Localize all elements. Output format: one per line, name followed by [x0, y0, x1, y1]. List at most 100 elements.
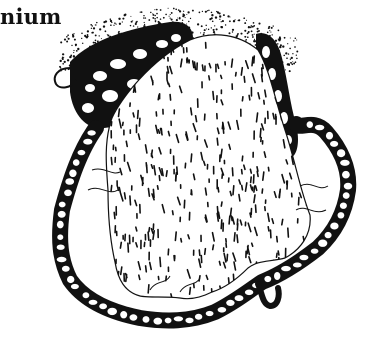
wall-cell: [57, 257, 67, 262]
stipple-dot: [186, 23, 187, 24]
stipple-dot: [296, 39, 297, 40]
texture-dash: [121, 267, 122, 275]
texture-dash: [247, 246, 248, 254]
stipple-dot: [235, 19, 236, 20]
wall-cell: [307, 121, 313, 128]
stipple-dot: [296, 55, 297, 56]
stipple-dot: [177, 17, 178, 18]
stipple-dot: [292, 53, 293, 54]
stipple-dot: [81, 38, 82, 39]
texture-dash: [219, 292, 220, 298]
stipple-dot: [237, 34, 239, 36]
texture-dash: [296, 155, 299, 162]
texture-dash: [191, 191, 192, 194]
texture-dash: [205, 249, 206, 255]
stipple-dot: [169, 16, 170, 17]
stipple-dot: [233, 20, 235, 22]
stipple-dot: [86, 36, 88, 38]
stipple-dot: [111, 22, 112, 23]
wall-cell: [174, 316, 183, 321]
stipple-dot: [257, 28, 259, 30]
stipple-dot: [238, 20, 239, 21]
texture-dash: [221, 149, 222, 157]
wall-cell: [57, 234, 63, 240]
texture-dash: [232, 168, 233, 176]
texture-dash: [221, 75, 222, 78]
stipple-dot: [163, 17, 165, 19]
stipple-dot: [72, 34, 74, 36]
stipple-dot: [183, 11, 184, 12]
wall-cell: [64, 190, 72, 197]
stipple-dot: [156, 9, 158, 11]
texture-dash: [167, 80, 168, 84]
wall-cell: [206, 311, 214, 316]
stipple-dot: [95, 24, 96, 25]
stipple-dot: [185, 17, 186, 18]
stipple-dot: [186, 14, 187, 15]
texture-dash: [146, 266, 147, 272]
stipple-dot: [190, 18, 191, 19]
stipple-dot: [118, 31, 120, 33]
wall-cell: [330, 141, 338, 147]
stipple-dot: [156, 17, 158, 19]
stipple-dot: [293, 40, 294, 41]
texture-dash: [202, 65, 203, 71]
stipple-dot: [289, 48, 291, 50]
stipple-dot: [73, 33, 74, 34]
stipple-dot: [175, 8, 177, 10]
stipple-dot: [171, 12, 173, 14]
stipple-dot: [92, 32, 93, 33]
stipple-dot: [252, 37, 253, 38]
stipple-dot: [156, 13, 158, 15]
stipple-dot: [267, 32, 269, 34]
stipple-dot: [279, 38, 281, 40]
wall-cell: [89, 300, 98, 305]
stipple-dot: [99, 35, 100, 36]
stipple-dot: [182, 13, 184, 15]
stipple-dot: [205, 25, 206, 26]
stipple-dot: [93, 42, 95, 44]
texture-dash: [168, 132, 169, 136]
texture-dash: [119, 109, 120, 116]
stipple-dot: [213, 29, 215, 31]
texture-dash: [166, 171, 167, 177]
texture-dash: [242, 170, 243, 174]
texture-dash: [199, 250, 200, 255]
texture-dash: [138, 111, 139, 119]
texture-dash: [111, 271, 113, 278]
stipple-dot: [199, 12, 201, 14]
stipple-dot: [289, 70, 291, 72]
stipple-dot: [284, 37, 286, 39]
texture-dash: [144, 300, 145, 306]
stipple-dot: [247, 36, 249, 38]
texture-dash: [159, 176, 160, 181]
stipple-dot: [133, 25, 134, 26]
stipple-dot: [293, 63, 295, 65]
texture-dash: [217, 138, 218, 145]
texture-dash: [267, 265, 268, 270]
stipple-dot: [62, 63, 64, 65]
stipple-dot: [282, 45, 284, 47]
texture-dash: [250, 169, 251, 173]
texture-dash: [193, 61, 194, 68]
stipple-dot: [140, 11, 141, 12]
stipple-dot: [170, 17, 171, 18]
wall-cell: [67, 276, 74, 283]
stipple-dot: [215, 16, 217, 18]
stipple-dot: [74, 39, 76, 41]
stipple-dot: [73, 52, 74, 53]
stipple-dot: [95, 34, 97, 36]
texture-dash: [307, 202, 308, 206]
texture-dash: [118, 281, 119, 289]
stipple-dot: [170, 14, 171, 15]
texture-dash: [151, 165, 152, 169]
texture-dash: [298, 83, 299, 87]
texture-dash: [263, 65, 264, 69]
stipple-dot: [292, 61, 293, 62]
texture-dash: [170, 95, 171, 101]
texture-dash: [112, 264, 114, 272]
texture-dash: [256, 205, 257, 212]
texture-dash: [290, 80, 291, 86]
wall-cell: [344, 183, 352, 190]
texture-dash: [176, 173, 177, 181]
